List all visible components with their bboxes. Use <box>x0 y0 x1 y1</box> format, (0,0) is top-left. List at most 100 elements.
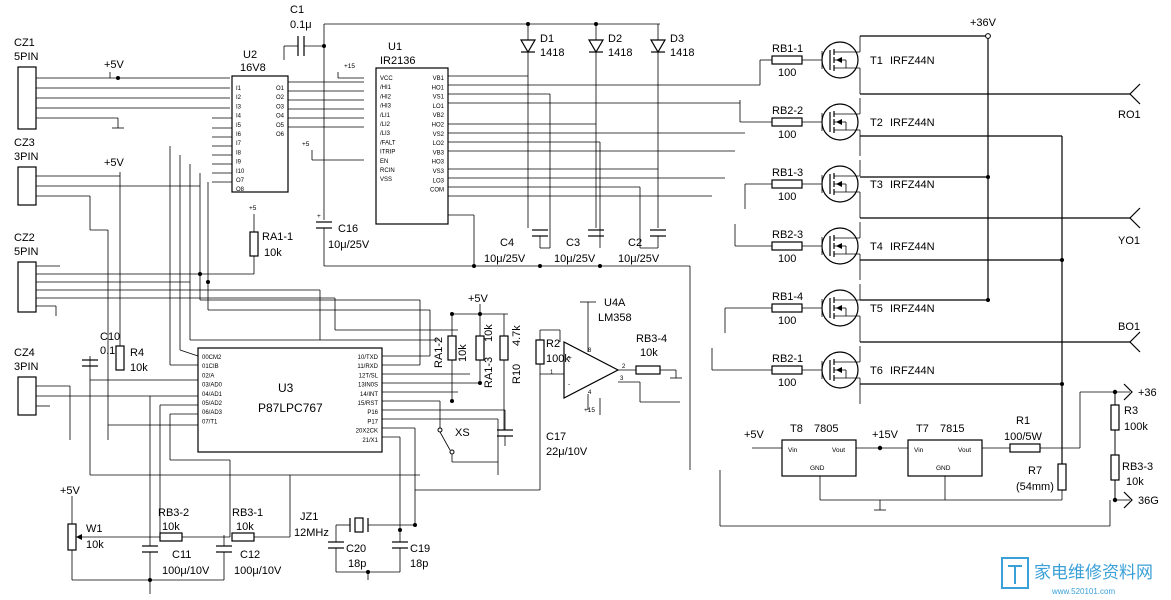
capacitor-c2: C2 10μ/25V <box>618 229 666 265</box>
u1-left-pins: VCC/HI1/HI2/HI3/LI1/LI2/LI3/FALTITRIPENR… <box>380 76 396 183</box>
t8-ref: T8 <box>790 423 803 435</box>
cz3-p5v: +5V <box>104 157 125 169</box>
c12-ref: C12 <box>240 549 260 561</box>
cz1-p5v: +5V <box>104 59 125 71</box>
svg-text:-: - <box>568 381 570 388</box>
c10-ref: C10 <box>100 331 120 343</box>
d3-part: 1418 <box>670 47 694 59</box>
pin-label: P17 <box>367 419 378 425</box>
w1-ref: W1 <box>86 523 103 535</box>
r3-value: 100k <box>1124 421 1148 433</box>
switch-xs[interactable]: XS <box>437 401 498 463</box>
t7-gnd: GND <box>936 465 951 472</box>
svg-text:+: + <box>317 213 321 220</box>
svg-text:8: 8 <box>588 348 592 354</box>
resistor-r2: R2 100k <box>535 329 570 365</box>
c20-ref: C20 <box>346 543 366 555</box>
cz4-ref: CZ4 <box>14 347 35 359</box>
r3-ref: R3 <box>1124 405 1138 417</box>
pin-label: I3 <box>236 104 242 110</box>
resistor-rb22 <box>771 117 803 127</box>
capacitor-c3: C3 10μ/25V <box>554 229 604 265</box>
t5-ref: T5 <box>870 303 883 315</box>
pin-label: VS3 <box>433 169 445 175</box>
cz2-pins: 5PIN <box>14 246 39 258</box>
pin-label: HO1 <box>432 85 445 91</box>
u4a-part: LM358 <box>598 312 632 324</box>
u3-part: P87LPC767 <box>258 401 323 415</box>
pin-label: VB1 <box>433 76 445 82</box>
c1-ref: C1 <box>290 4 304 16</box>
rb32-ref: RB3-2 <box>158 507 189 519</box>
regulator-t7: T7 7815 Vin Vout GND <box>907 423 983 477</box>
pin-label: 14/INT <box>360 392 378 398</box>
pin-label: 06/AD3 <box>202 410 223 416</box>
u1-ref: U1 <box>388 41 402 53</box>
t7-vout: Vout <box>958 447 971 454</box>
rb23-value: 100 <box>778 253 796 265</box>
pin-label: /LI2 <box>380 122 391 128</box>
yo1-label: YO1 <box>1118 235 1140 247</box>
resistor-rb3-3: RB3-3 10k <box>1110 454 1153 488</box>
pin-label: I10 <box>236 169 245 175</box>
t4-part: IRFZ44N <box>890 241 935 253</box>
t2-ref: T2 <box>870 117 883 129</box>
t7-ref: T7 <box>916 423 929 435</box>
rail-36v: +36V <box>970 17 997 29</box>
pin-label: I4 <box>236 114 242 120</box>
capacitor-c12: C12 100μ/10V <box>216 545 282 577</box>
t3-part: IRFZ44N <box>890 179 935 191</box>
opamp-u4a: U4A LM358 + - 8 4 <box>563 297 632 399</box>
pin-label: VB2 <box>433 113 445 119</box>
rb34-ref: RB3-4 <box>636 333 667 345</box>
ra12-value: 10k <box>457 344 469 362</box>
w1-p5v: +5V <box>60 485 81 497</box>
pin-label: 15/RST <box>358 401 379 407</box>
t6-part: IRFZ44N <box>890 365 935 377</box>
ra11-p5: +5 <box>249 205 257 212</box>
t7-part: 7815 <box>940 423 964 435</box>
pin-label: /LI1 <box>380 113 391 119</box>
pin-label: RCIN <box>380 168 395 174</box>
pin-label: 03/AD0 <box>202 383 223 389</box>
pin-label: I8 <box>236 150 242 156</box>
pin-label: I5 <box>236 123 242 129</box>
connector-cz3: CZ3 3PIN <box>14 137 39 206</box>
svg-text:2: 2 <box>622 364 626 370</box>
watermark-cn: 家电维修资料网 <box>1034 563 1153 583</box>
pin-label: VSS <box>380 177 392 183</box>
u2-ref: U2 <box>243 49 257 61</box>
jz1-value: 12MHz <box>294 527 329 539</box>
t8-gnd: GND <box>810 465 825 472</box>
d3-ref: D3 <box>670 33 684 45</box>
t2-part: IRFZ44N <box>890 117 935 129</box>
u1-p5: +5 <box>302 141 310 148</box>
xs-label: XS <box>455 427 470 439</box>
input-36g: 36G <box>1123 491 1159 509</box>
u1-part: IR2136 <box>380 55 415 67</box>
capacitor-c11: C11 100μ/10V <box>142 545 210 577</box>
pin-label: O5 <box>276 123 285 129</box>
crystal-jz1: JZ1 12MHz <box>294 511 369 539</box>
potentiometer-w1[interactable]: +5V W1 10k <box>60 485 104 580</box>
resistor-r1: R1 100/5W <box>1004 415 1043 453</box>
pin-label: 10/TXD <box>358 355 379 361</box>
cz3-pins: 3PIN <box>14 151 39 163</box>
t7-vin: Vin <box>914 447 924 454</box>
u2-part: 16V8 <box>240 62 266 74</box>
cz1-ref: CZ1 <box>14 37 35 49</box>
r4-ref: R4 <box>130 347 144 359</box>
c1-value: 0.1μ <box>290 19 312 31</box>
t8-in-label: +5V <box>744 429 765 441</box>
r7-value: (54mm) <box>1016 481 1054 493</box>
resistor-ra1-3: RA1-3 10k <box>475 324 495 388</box>
resistor-r10: R10 4.7k <box>499 325 523 384</box>
c17-ref: C17 <box>546 431 566 443</box>
t1-ref: T1 <box>870 55 883 67</box>
c4-value: 10μ/25V <box>484 253 526 265</box>
r4-value: 10k <box>130 362 148 374</box>
c19-value: 18p <box>410 558 428 570</box>
